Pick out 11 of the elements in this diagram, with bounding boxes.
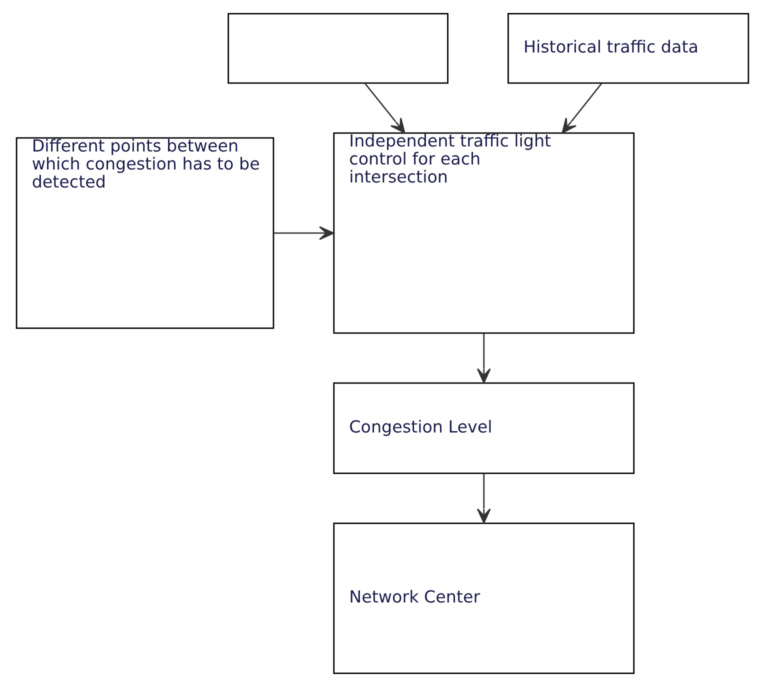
- node-box: Network Center: [332, 522, 634, 674]
- node-box: Congestion Level: [332, 382, 634, 474]
- arrow: [274, 226, 334, 240]
- node-box: Independent traffic light control for each intersection: [332, 132, 634, 334]
- node-box: Historical traffic data: [507, 12, 749, 84]
- node-box: [227, 12, 448, 84]
- arrow: [476, 333, 490, 384]
- node-box: Different points between which congestion has to be detected: [15, 137, 274, 329]
- arrow: [364, 82, 405, 134]
- arrow: [476, 474, 490, 524]
- arrow: [561, 82, 602, 134]
